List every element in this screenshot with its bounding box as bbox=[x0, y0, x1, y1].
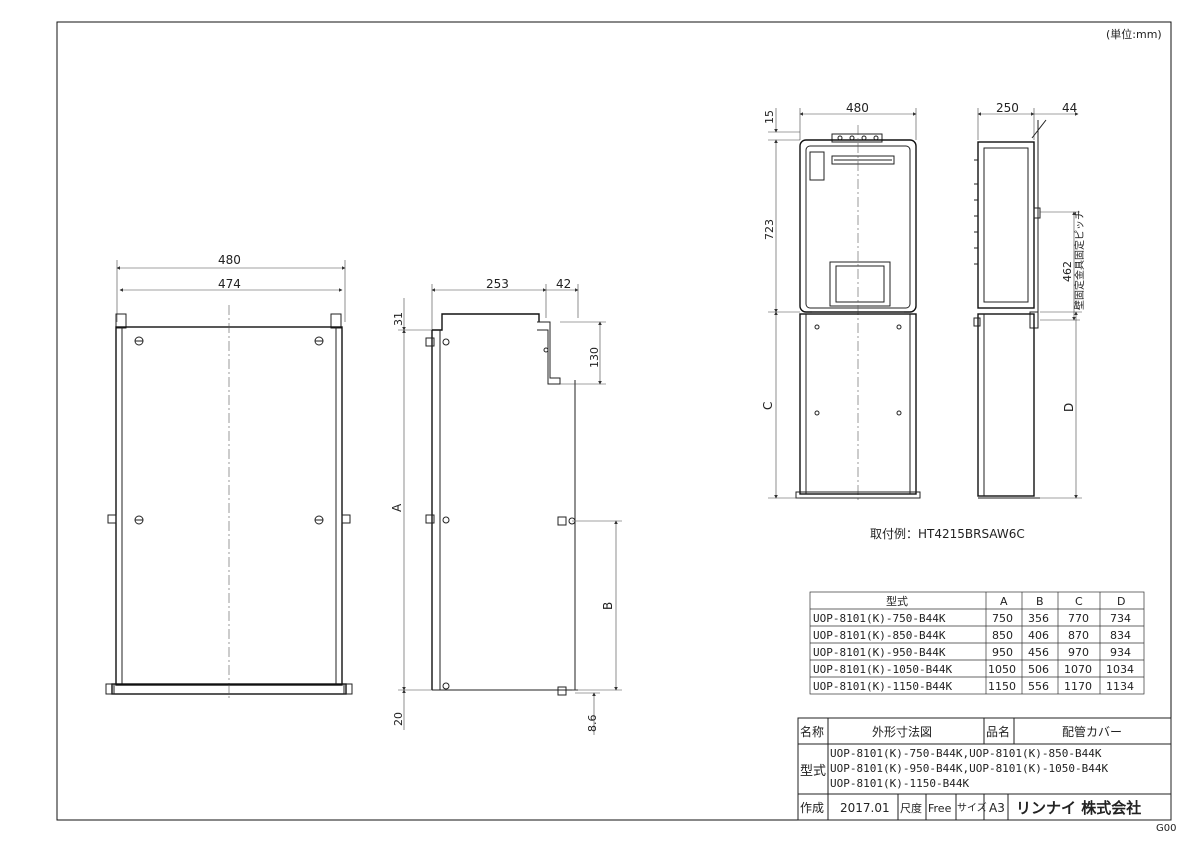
spec-header-model: 型式 bbox=[886, 594, 908, 608]
spec-cell-model: UOP-8101(K)-1050-B44K bbox=[813, 663, 952, 676]
created-value: 2017.01 bbox=[840, 801, 890, 815]
install-width-480: 480 bbox=[846, 101, 869, 115]
name-label: 名称 bbox=[800, 724, 824, 739]
spec-header-a: A bbox=[1000, 595, 1008, 608]
created-label: 作成 bbox=[800, 801, 824, 815]
table-row: UOP-8101(K)-950-B44K 950 456 970 934 bbox=[813, 646, 1131, 659]
spec-cell-a: 850 bbox=[992, 629, 1013, 642]
spec-cell-c: 770 bbox=[1068, 612, 1089, 625]
install-cover-d: D bbox=[1062, 403, 1076, 412]
size-value: A3 bbox=[989, 801, 1005, 815]
spec-cell-d: 1034 bbox=[1106, 663, 1134, 676]
spec-cell-d: 934 bbox=[1110, 646, 1131, 659]
install-heater-723: 723 bbox=[763, 219, 776, 240]
spec-header-c: C bbox=[1075, 595, 1083, 608]
spec-header-b: B bbox=[1036, 595, 1044, 608]
install-cover-c: C bbox=[761, 402, 775, 410]
spec-cell-model: UOP-8101(K)-1150-B44K bbox=[813, 680, 952, 693]
title-block: 名称 外形寸法図 品名 配管カバー 型式 UOP-8101(K)-750-B44… bbox=[797, 717, 1172, 821]
spec-header-d: D bbox=[1117, 595, 1125, 608]
side-depth-253: 253 bbox=[486, 277, 509, 291]
spec-cell-c: 870 bbox=[1068, 629, 1089, 642]
model-line-2: UOP-8101(K)-950-B44K,UOP-8101(K)-1050-B4… bbox=[830, 762, 1109, 775]
spec-cell-b: 356 bbox=[1028, 612, 1049, 625]
spec-cell-a: 750 bbox=[992, 612, 1013, 625]
spec-cell-c: 1070 bbox=[1064, 663, 1092, 676]
spec-cell-a: 950 bbox=[992, 646, 1013, 659]
table-row: UOP-8101(K)-850-B44K 850 406 870 834 bbox=[813, 629, 1131, 642]
table-row: UOP-8101(K)-1050-B44K 1050 506 1070 1034 bbox=[813, 663, 1134, 676]
install-pitch-462: 462 bbox=[1061, 261, 1074, 282]
spec-cell-a: 1150 bbox=[988, 680, 1016, 693]
spec-cell-d: 734 bbox=[1110, 612, 1131, 625]
install-example-caption: 取付例：HT4215BRSAW6C bbox=[870, 527, 1025, 541]
spec-cell-b: 456 bbox=[1028, 646, 1049, 659]
product-value: 配管カバー bbox=[1062, 724, 1122, 739]
install-example-front: 480 15 723 C bbox=[761, 101, 921, 500]
side-height-b: B bbox=[601, 602, 615, 610]
table-row: UOP-8101(K)-750-B44K 750 356 770 734 bbox=[813, 612, 1131, 625]
product-label: 品名 bbox=[986, 724, 1010, 739]
spec-cell-model: UOP-8101(K)-950-B44K bbox=[813, 646, 946, 659]
company-logo: リンナイ 株式会社 bbox=[1016, 799, 1141, 817]
side-view: 253 42 31 A 20 130 bbox=[390, 277, 622, 735]
spec-table: 型式 A B C D UOP-8101(K)-750-B44K 750 356 … bbox=[809, 591, 1145, 695]
spec-cell-b: 556 bbox=[1028, 680, 1049, 693]
side-bottom-8-6: 8.6 bbox=[586, 715, 599, 733]
front-screw-holes bbox=[134, 336, 324, 525]
install-offset-44: 44 bbox=[1062, 101, 1077, 115]
spec-cell-model: UOP-8101(K)-850-B44K bbox=[813, 629, 946, 642]
side-top-31: 31 bbox=[392, 312, 405, 326]
sheet-code: G00 bbox=[1156, 823, 1176, 834]
front-view: 480 474 bbox=[105, 253, 353, 700]
name-value: 外形寸法図 bbox=[872, 725, 932, 739]
side-bracket-130: 130 bbox=[588, 347, 601, 368]
spec-cell-d: 834 bbox=[1110, 629, 1131, 642]
spec-cell-b: 506 bbox=[1028, 663, 1049, 676]
install-example-side: 250 44 462 壁固定金具固定ピッチ D bbox=[973, 101, 1086, 499]
front-width-474: 474 bbox=[218, 277, 241, 291]
scale-label: 尺度 bbox=[900, 801, 922, 815]
spec-cell-c: 970 bbox=[1068, 646, 1089, 659]
side-bottom-20: 20 bbox=[392, 712, 405, 726]
model-line-1: UOP-8101(K)-750-B44K,UOP-8101(K)-850-B44… bbox=[830, 747, 1102, 760]
side-height-a: A bbox=[390, 503, 404, 512]
spec-cell-d: 1134 bbox=[1106, 680, 1134, 693]
unit-note: (単位:mm) bbox=[1106, 27, 1162, 41]
scale-value: Free bbox=[928, 802, 952, 815]
install-depth-250: 250 bbox=[996, 101, 1019, 115]
spec-cell-a: 1050 bbox=[988, 663, 1016, 676]
install-top-15: 15 bbox=[763, 110, 776, 124]
size-label: サイズ bbox=[957, 801, 987, 814]
install-pitch-label: 壁固定金具固定ピッチ bbox=[1073, 210, 1086, 310]
table-row: UOP-8101(K)-1150-B44K 1150 556 1170 1134 bbox=[813, 680, 1134, 693]
spec-cell-c: 1170 bbox=[1064, 680, 1092, 693]
model-line-3: UOP-8101(K)-1150-B44K bbox=[830, 777, 969, 790]
side-bracket-42: 42 bbox=[556, 277, 571, 291]
front-width-480: 480 bbox=[218, 253, 241, 267]
spec-cell-b: 406 bbox=[1028, 629, 1049, 642]
model-label: 型式 bbox=[800, 764, 826, 779]
spec-cell-model: UOP-8101(K)-750-B44K bbox=[813, 612, 946, 625]
sheet-border bbox=[56, 21, 1172, 821]
